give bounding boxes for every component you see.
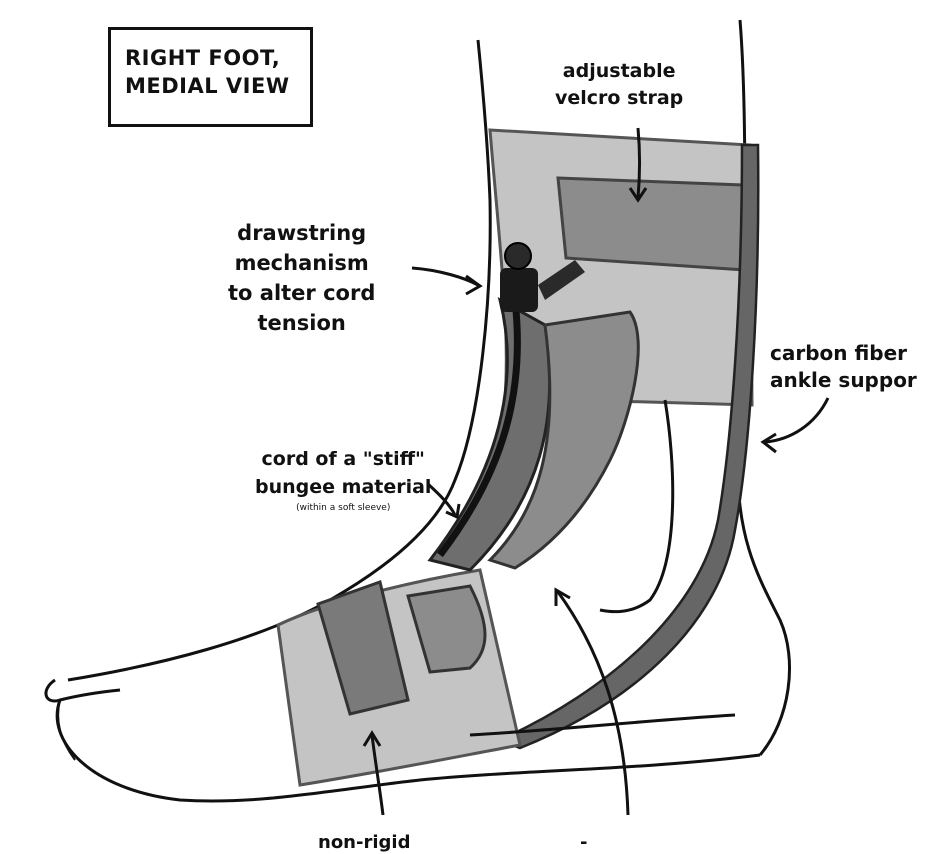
label-non-rigid: non-rigid bbox=[318, 832, 410, 854]
label-carbon-fiber: carbon fiber ankle suppor bbox=[770, 340, 917, 394]
label-drawstring: drawstring mechanism to alter cord tensi… bbox=[228, 218, 375, 338]
arrow-cord bbox=[428, 484, 459, 517]
label-cord: cord of a "stiff" bungee material (withi… bbox=[255, 445, 431, 515]
view-title-box: RIGHT FOOT, MEDIAL VIEW bbox=[108, 27, 313, 127]
toe-outline bbox=[46, 680, 120, 701]
label-bottom-right: - bbox=[580, 832, 587, 854]
drawstring-body bbox=[500, 268, 538, 312]
arrow-carbon bbox=[763, 398, 828, 452]
title-line-2: MEDIAL VIEW bbox=[125, 72, 310, 100]
label-cord-note: (within a soft sleeve) bbox=[255, 501, 431, 515]
velcro-strap bbox=[558, 178, 745, 270]
title-line-1: RIGHT FOOT, bbox=[125, 44, 310, 72]
label-velcro-strap: adjustable velcro strap bbox=[555, 58, 683, 112]
drawstring-knob bbox=[505, 243, 531, 269]
arrow-drawstring bbox=[412, 268, 480, 294]
